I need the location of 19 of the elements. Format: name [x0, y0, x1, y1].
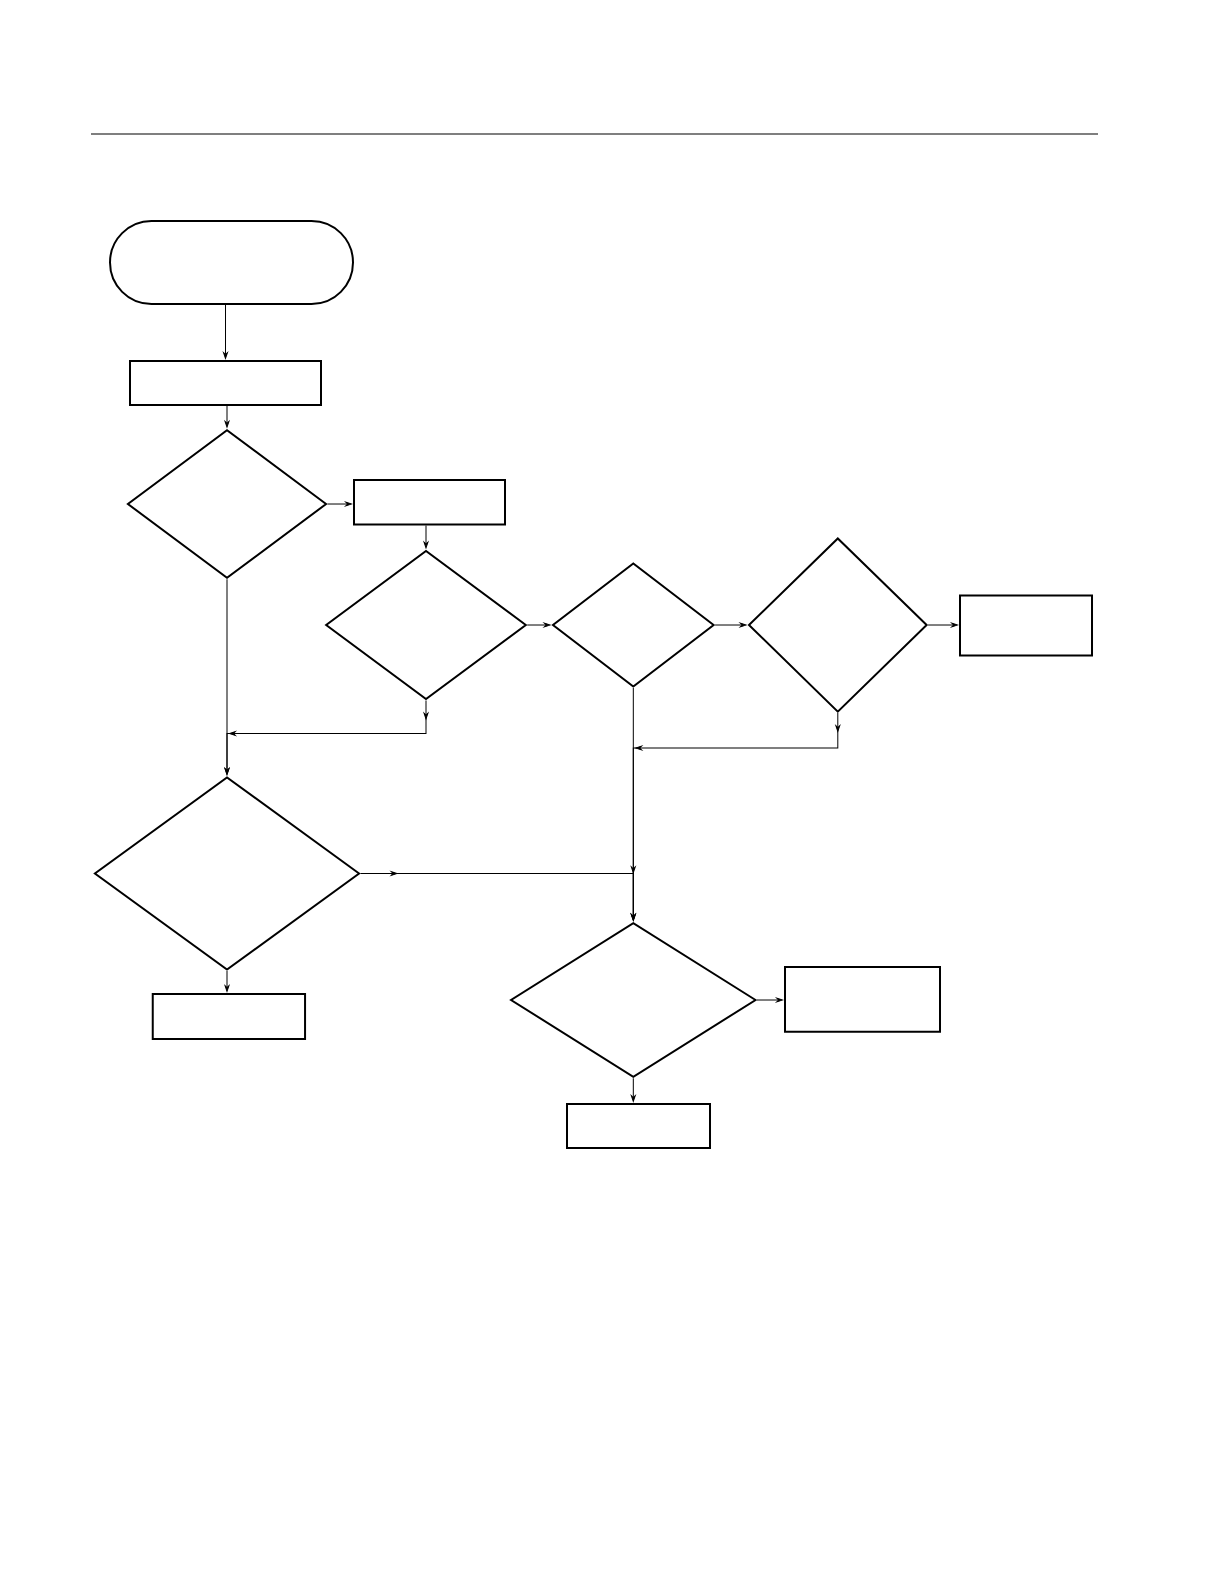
flow-arrow — [224, 700, 429, 775]
flow-arrow — [423, 525, 429, 549]
flow-arrow — [927, 622, 958, 628]
flow-arrow — [223, 304, 228, 359]
process-box — [151, 993, 307, 1040]
process-box — [959, 594, 1093, 657]
process-box — [129, 360, 322, 406]
flow-arrow — [630, 1077, 636, 1102]
decision-diamond — [93, 776, 361, 971]
flow-arrow — [756, 997, 783, 1003]
process-box — [566, 1103, 711, 1149]
flow-arrow — [526, 622, 551, 628]
process-box — [784, 965, 941, 1033]
flow-arrow — [360, 866, 636, 921]
flow-arrow — [327, 501, 352, 507]
flow-arrow — [224, 405, 230, 428]
flow-arrow — [714, 622, 747, 628]
flow-arrow — [224, 970, 230, 992]
process-box — [353, 479, 506, 526]
